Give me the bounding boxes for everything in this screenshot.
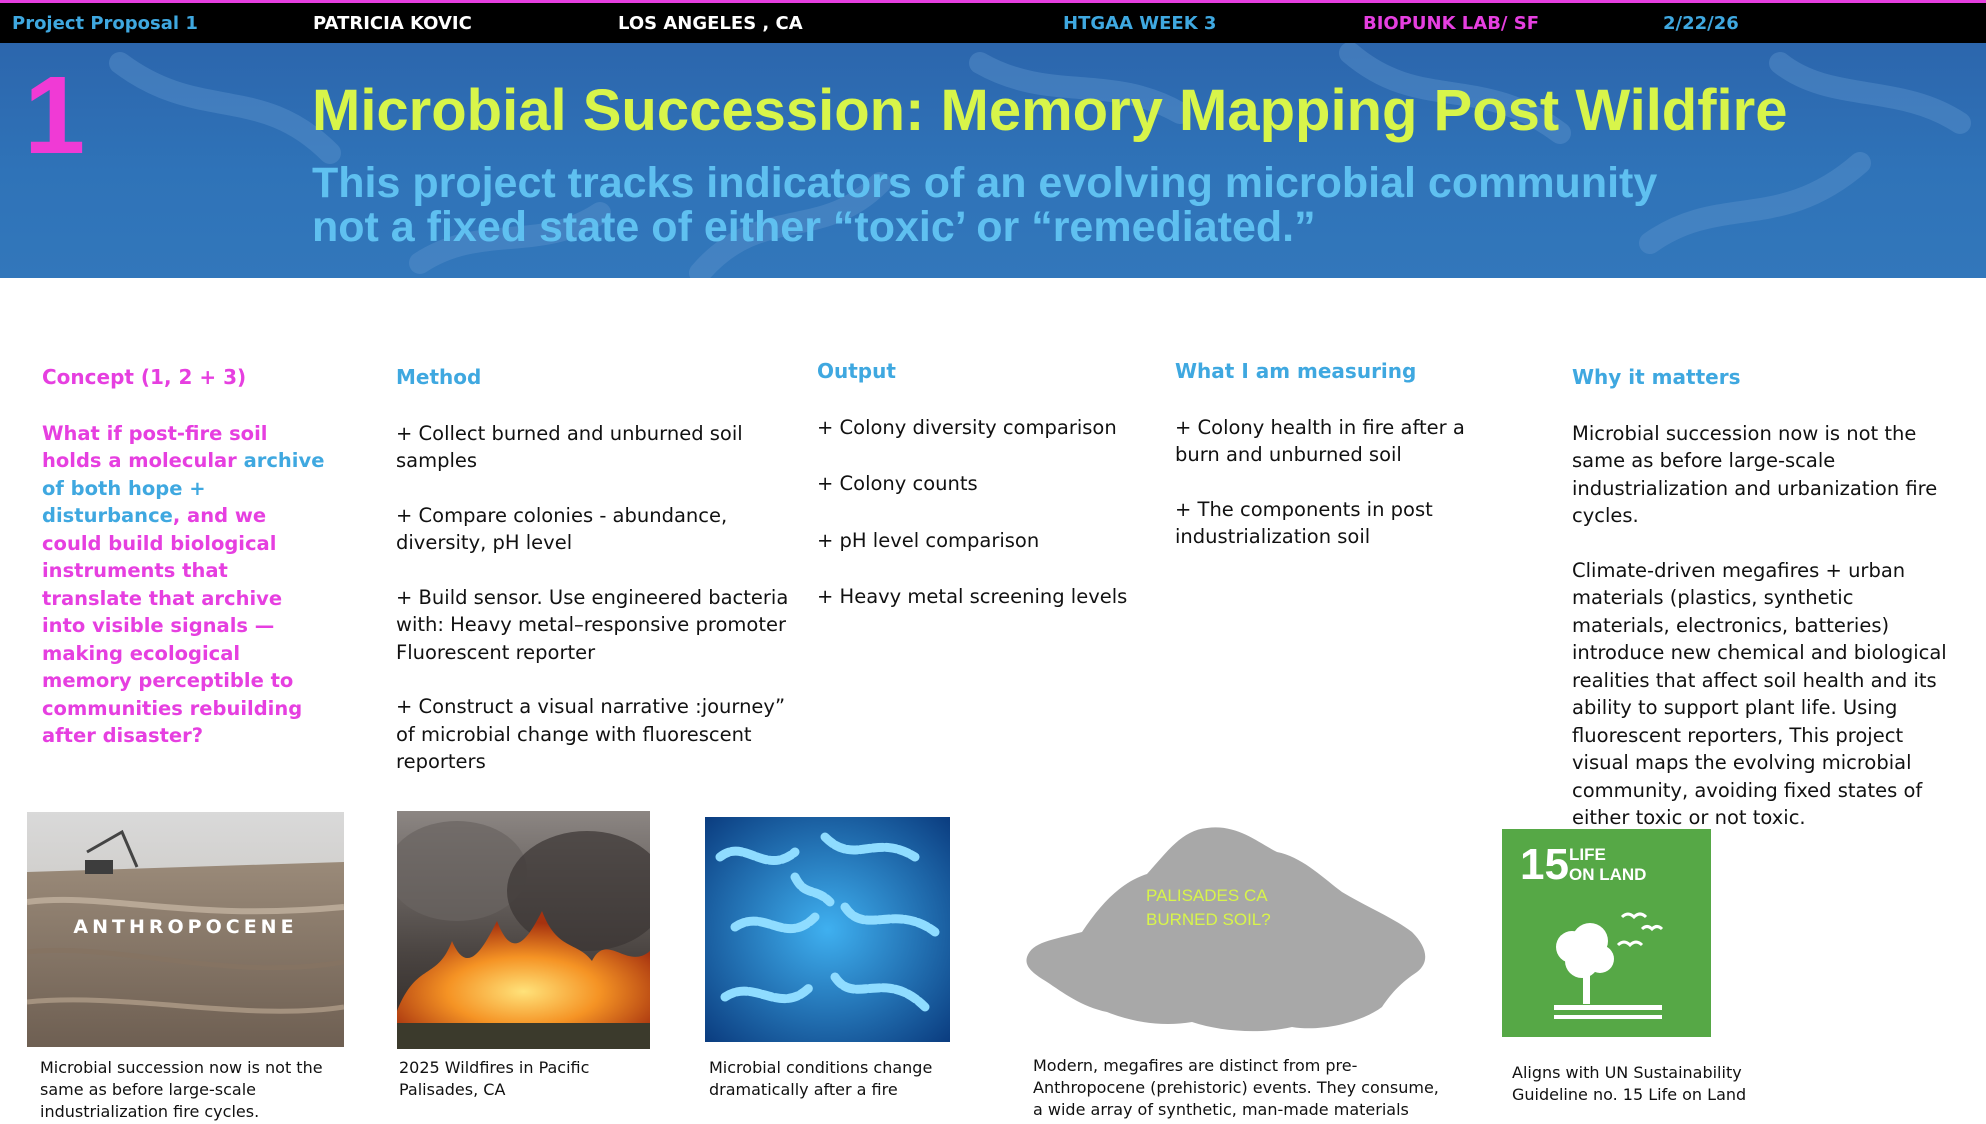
anthropocene-caption: Microbial succession now is not the same… (40, 1058, 323, 1121)
author-name: PATRICIA KOVIC (313, 13, 472, 34)
sdg-title-line-1: LIFE (1569, 845, 1606, 864)
location-label: LOS ANGELES , CA (618, 13, 803, 34)
wildfire-caption: 2025 Wildfires in Pacific Palisades, CA (399, 1058, 590, 1099)
proposal-number: 1 (24, 54, 86, 177)
measuring-item: + Colony health in fire after a burn and… (1175, 415, 1465, 467)
output-item: + Colony counts (817, 472, 978, 495)
burned-area-map-icon (1026, 827, 1426, 1032)
concept-text-highlight: archive of both hope + disturbance (42, 449, 325, 527)
method-column: Method + Collect burned and unburned soi… (396, 364, 801, 803)
method-item: + Collect burned and unburned soil sampl… (396, 421, 743, 473)
map-label-line-2: BURNED SOIL? (1146, 910, 1271, 929)
top-bar: Project Proposal 1 PATRICIA KOVIC LOS AN… (0, 0, 1986, 43)
sdg15-badge: 15 LIFE ON LAND (1502, 829, 1711, 1037)
tree-and-birds-icon (1554, 912, 1664, 1019)
concept-heading: Concept (1, 2 + 3) (42, 365, 247, 389)
page-subtitle: This project tracks indicators of an evo… (312, 161, 1812, 249)
sdg-number: 15 (1520, 840, 1569, 889)
measuring-column: What I am measuring + Colony health in f… (1175, 358, 1475, 578)
method-item: + Construct a visual narrative :journey”… (396, 695, 786, 773)
sdg-title-line-2: ON LAND (1569, 865, 1647, 884)
method-item: + Compare colonies - abundance, diversit… (396, 503, 728, 555)
microbe-texture (109, 43, 1971, 278)
output-heading: Output (817, 359, 896, 383)
concept-text-part-3: , and we could build biological instrume… (42, 504, 303, 747)
concept-column: Concept (1, 2 + 3) What if post-fire soi… (42, 364, 332, 750)
output-column: Output + Colony diversity comparison + C… (817, 358, 1137, 638)
map-caption: Modern, megafires are distinct from pre-… (1033, 1056, 1439, 1119)
hero-banner: 1 Microbial Succession: Memory Mapping P… (0, 43, 1986, 278)
output-item: + Colony diversity comparison (817, 415, 1117, 439)
microbe-caption: Microbial conditions change dramatically… (709, 1058, 933, 1099)
concept-text-part-1: What if post-fire soil holds a molecular (42, 421, 268, 473)
concept-text: What if post-fire soil holds a molecular… (42, 420, 332, 750)
wildfire-icon (397, 811, 650, 1049)
measuring-heading: What I am measuring (1175, 359, 1417, 383)
measuring-item: + The components in post industrializati… (1175, 497, 1433, 549)
method-heading: Method (396, 365, 482, 389)
map-label: PALISADES CA BURNED SOIL? (1146, 884, 1271, 932)
palisades-map: PALISADES CA BURNED SOIL? (1022, 822, 1430, 1037)
map-label-line-1: PALISADES CA (1146, 886, 1268, 905)
page-title: Microbial Succession: Memory Mapping Pos… (312, 78, 1788, 143)
project-label: Project Proposal 1 (12, 13, 198, 34)
anthropocene-label: ANTHROPOCENE (73, 916, 298, 938)
sdg-caption: Aligns with UN Sustainability Guideline … (1512, 1063, 1747, 1104)
lab-label: BIOPUNK LAB/ SF (1363, 13, 1540, 34)
why-paragraph-2: Climate-driven megafires + urban materia… (1572, 558, 1947, 830)
why-paragraph-1: Microbial succession now is not the same… (1572, 421, 1938, 528)
subtitle-line-2: not a fixed state of either “toxic’ or “… (312, 203, 1316, 251)
bacteria-icon (705, 817, 950, 1042)
why-column: Why it matters Microbial succession now … (1572, 364, 1957, 859)
output-item: + pH level comparison (817, 528, 1040, 552)
date-label: 2/22/26 (1663, 13, 1739, 34)
sdg-title: LIFE ON LAND (1569, 845, 1646, 885)
method-item: + Build sensor. Use engineered bacteria … (396, 585, 789, 664)
why-heading: Why it matters (1572, 365, 1741, 389)
subtitle-line-1: This project tracks indicators of an evo… (312, 159, 1658, 207)
anthropocene-image: ANTHROPOCENE (27, 812, 344, 1047)
course-label: HTGAA WEEK 3 (1063, 13, 1217, 34)
microbe-image (705, 817, 950, 1042)
wildfire-image (397, 811, 650, 1049)
output-item: + Heavy metal screening levels (817, 585, 1128, 608)
quarry-landscape-icon (27, 812, 344, 1047)
